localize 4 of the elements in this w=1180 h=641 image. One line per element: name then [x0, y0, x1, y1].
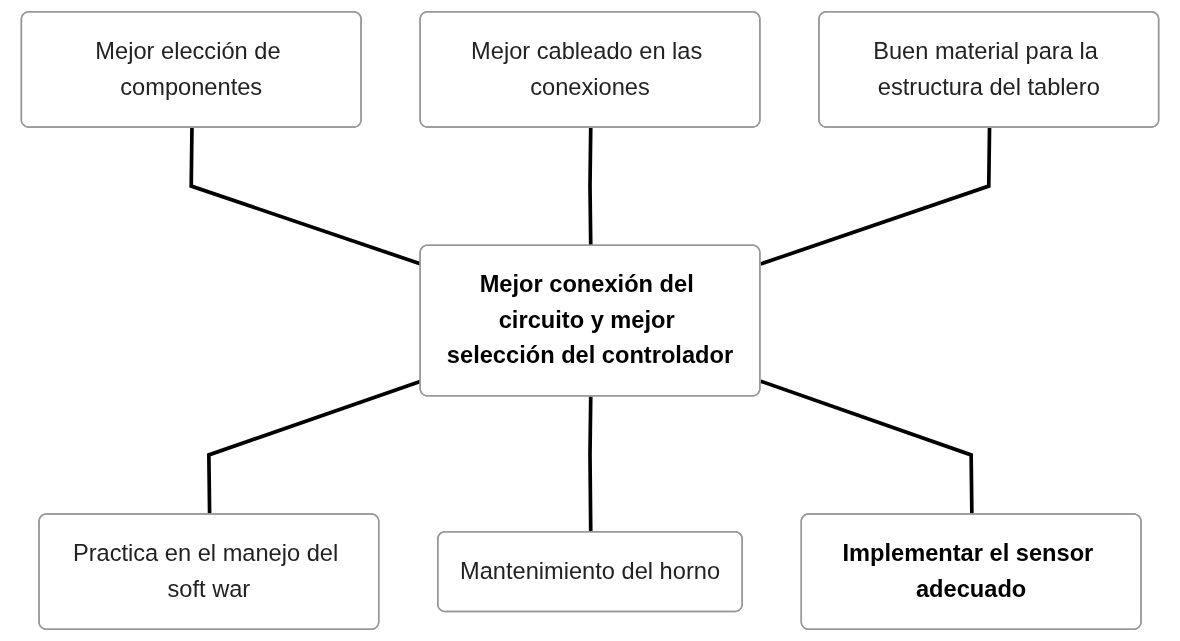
connector	[588, 127, 593, 246]
connector	[759, 379, 974, 515]
connector	[760, 127, 992, 266]
connector	[588, 396, 593, 533]
